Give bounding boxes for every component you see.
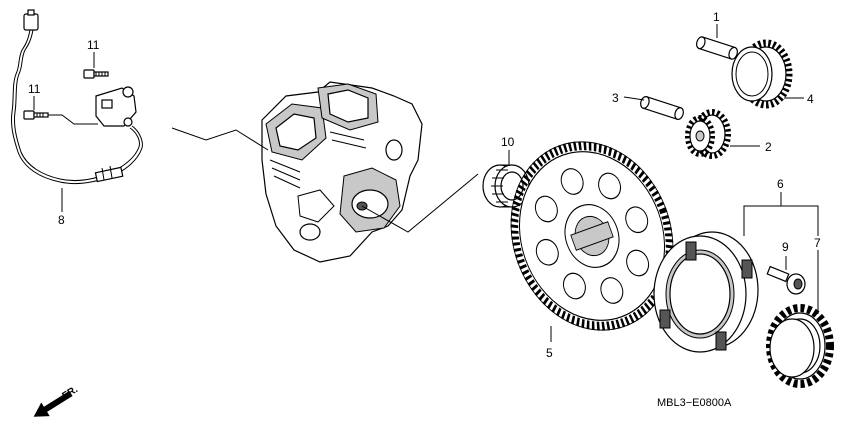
- needle-bearing: [482, 164, 530, 208]
- callout-2: 2: [765, 140, 772, 154]
- pulse-generator-cable: [11, 9, 143, 185]
- callout-3: 3: [612, 91, 619, 105]
- socket-bolt: [766, 265, 806, 295]
- bolt-left: [23, 110, 49, 120]
- callout-10: 10: [501, 135, 515, 149]
- shaft-pin-1: [696, 36, 738, 60]
- engine-block: [261, 81, 423, 263]
- shaft-pin-3: [640, 95, 684, 121]
- callout-9: 9: [782, 240, 789, 254]
- drawing-code: MBL3−E0800A: [657, 397, 732, 409]
- callout-1: 1: [713, 10, 720, 24]
- callout-6: 6: [777, 177, 784, 191]
- callout-11-upper: 11: [87, 38, 100, 52]
- starter-clutch-outer: [653, 231, 759, 353]
- reduction-gear-2: [685, 109, 731, 159]
- callout-8: 8: [58, 213, 65, 227]
- bolt-upper: [83, 69, 109, 79]
- idle-gear-4: [731, 39, 793, 109]
- callout-7: 7: [814, 236, 821, 250]
- starter-driven-gear: [510, 141, 674, 331]
- callout-11-left: 11: [28, 82, 41, 96]
- callout-5: 5: [546, 346, 553, 360]
- callout-4: 4: [807, 92, 814, 106]
- front-arrow-icon: [33, 390, 73, 417]
- one-way-clutch: [766, 304, 834, 388]
